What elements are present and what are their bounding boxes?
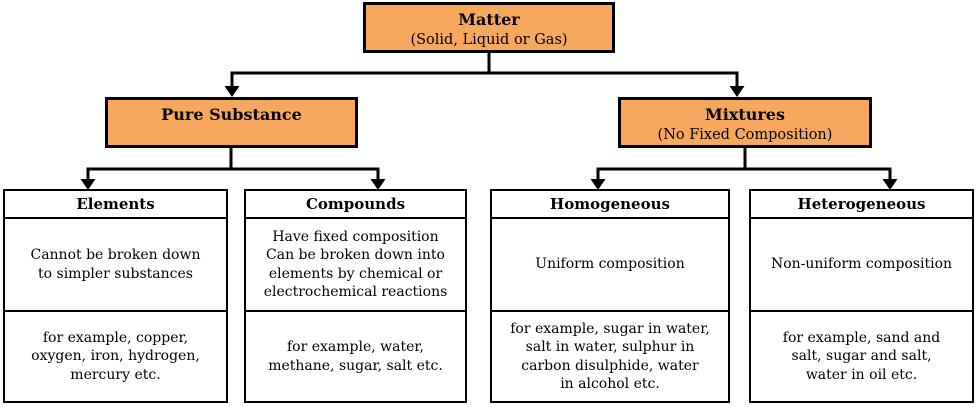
node-matter-title: Matter bbox=[458, 10, 520, 29]
leaf-elements: Elements Cannot be broken down to simple… bbox=[3, 189, 228, 403]
leaf-heterogeneous-examples: for example, sand and salt, sugar and sa… bbox=[782, 330, 941, 383]
node-matter: Matter (Solid, Liquid or Gas) bbox=[363, 2, 615, 53]
node-mixtures: Mixtures (No Fixed Composition) bbox=[618, 97, 872, 148]
node-pure-substance-title: Pure Substance bbox=[161, 105, 302, 124]
leaf-compounds-title: Compounds bbox=[246, 191, 465, 219]
leaf-homogeneous-title: Homogeneous bbox=[492, 191, 728, 219]
leaf-homogeneous-examples: for example, sugar in water, salt in wat… bbox=[510, 321, 710, 392]
leaf-homogeneous-description: Uniform composition bbox=[492, 219, 728, 312]
leaf-elements-examples: for example, copper, oxygen, iron, hydro… bbox=[31, 330, 200, 383]
leaf-heterogeneous-title: Heterogeneous bbox=[751, 191, 972, 219]
leaf-elements-description: Cannot be broken down to simpler substan… bbox=[5, 219, 226, 312]
leaf-compounds: Compounds Have fixed composition Can be … bbox=[244, 189, 467, 403]
leaf-heterogeneous-description: Non-uniform composition bbox=[751, 219, 972, 312]
node-matter-subtitle: (Solid, Liquid or Gas) bbox=[410, 31, 568, 48]
node-mixtures-title: Mixtures bbox=[705, 105, 785, 124]
edge-matter-to-children bbox=[224, 52, 745, 97]
leaf-heterogeneous: Heterogeneous Non-uniform composition fo… bbox=[749, 189, 974, 403]
leaf-elements-title: Elements bbox=[5, 191, 226, 219]
leaf-homogeneous: Homogeneous Uniform composition for exam… bbox=[490, 189, 730, 403]
leaf-compounds-examples: for example, water, methane, sugar, salt… bbox=[268, 339, 443, 374]
arrow-down-icon bbox=[224, 86, 240, 97]
node-pure-substance: Pure Substance bbox=[105, 97, 358, 148]
node-mixtures-subtitle: (No Fixed Composition) bbox=[657, 126, 833, 143]
leaf-compounds-description: Have fixed composition Can be broken dow… bbox=[246, 219, 465, 312]
arrow-down-icon bbox=[729, 86, 745, 97]
edge-pure-substance-to-children bbox=[80, 147, 386, 190]
edge-mixtures-to-children bbox=[590, 147, 898, 190]
